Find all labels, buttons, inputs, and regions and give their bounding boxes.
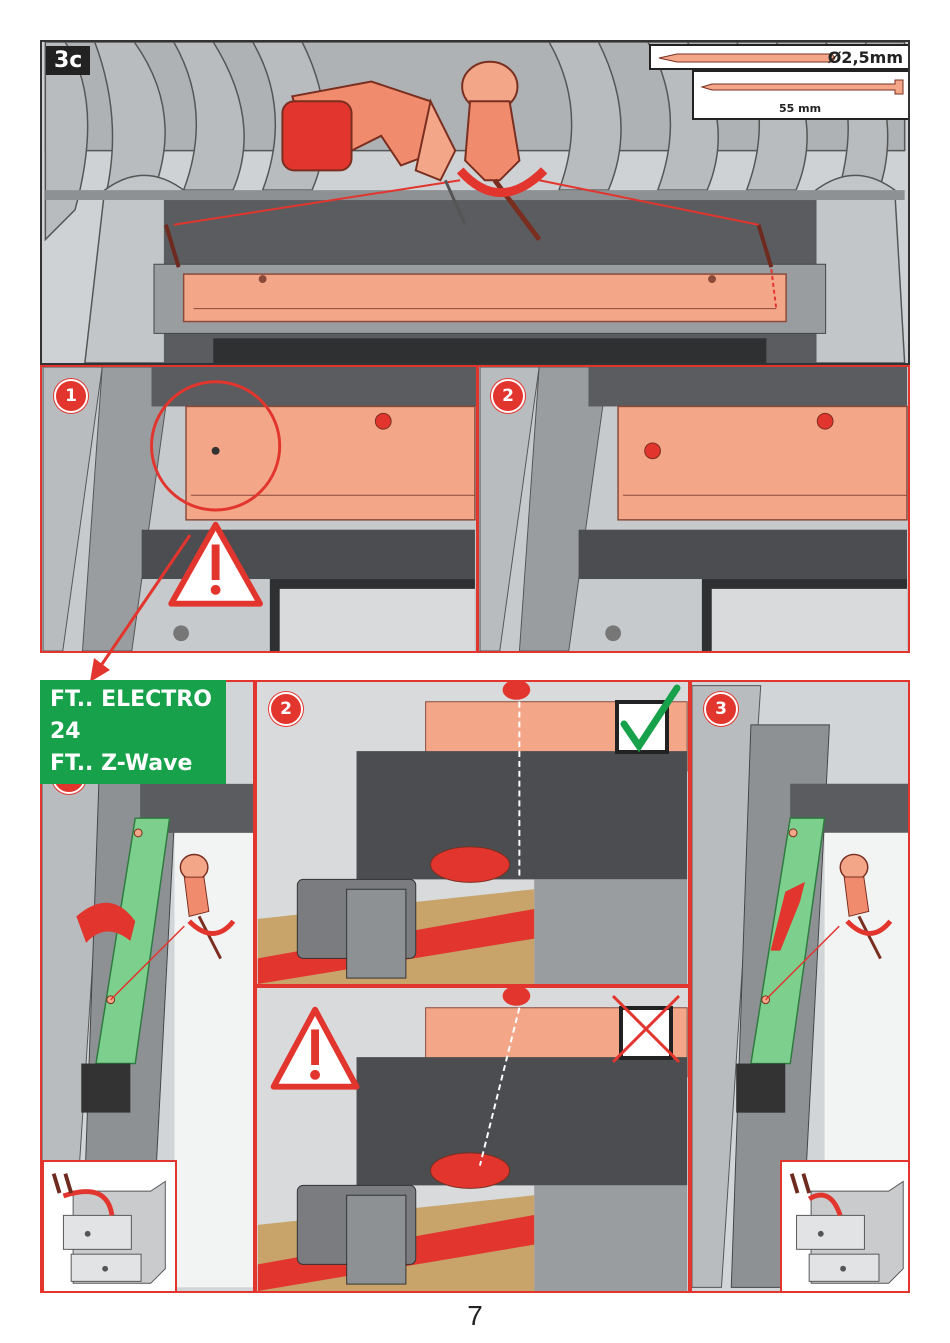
warning-triangle-icon — [274, 1010, 357, 1087]
model-line-1: FT.. ELECTRO 24 — [50, 684, 216, 748]
model-tag: FT.. ELECTRO 24 FT.. Z-Wave — [40, 680, 226, 784]
bottom-panel-2-correct: 2 — [255, 680, 690, 986]
checkmark-box-icon — [609, 684, 684, 759]
drawer-inset — [780, 1160, 910, 1293]
step-badge: 2 — [269, 692, 303, 726]
flashing — [45, 190, 904, 200]
drill-bit-spec-box: Ø2,5mm — [649, 44, 910, 70]
step-badge: 1 — [54, 379, 88, 413]
cross-box-icon — [609, 990, 684, 1065]
bottom-panel-3: 3 — [690, 680, 910, 1293]
screw-icon — [700, 76, 910, 122]
main-illustration-panel: 3c Ø2,5mm 55 mm — [40, 40, 910, 365]
step-badge: 2 — [491, 379, 525, 413]
model-line-2: FT.. Z-Wave — [50, 748, 216, 780]
drawer-cabinet-icon — [782, 1162, 910, 1293]
screw-spec-box: 55 mm — [692, 70, 910, 120]
pointer-arrow — [80, 530, 200, 690]
screw-length: 55 mm — [779, 102, 821, 115]
drawer-cabinet-icon — [44, 1162, 175, 1293]
mounting-rail — [184, 274, 786, 321]
step-badge: 3 — [704, 692, 738, 726]
bottom-panel-2-incorrect — [255, 986, 690, 1293]
detail-panel-2: 2 — [477, 365, 910, 653]
page-number: 7 — [0, 1300, 950, 1332]
drill-bit-diameter: Ø2,5mm — [828, 48, 903, 67]
step-label: 3c — [46, 46, 90, 75]
drawer-inset — [42, 1160, 177, 1293]
